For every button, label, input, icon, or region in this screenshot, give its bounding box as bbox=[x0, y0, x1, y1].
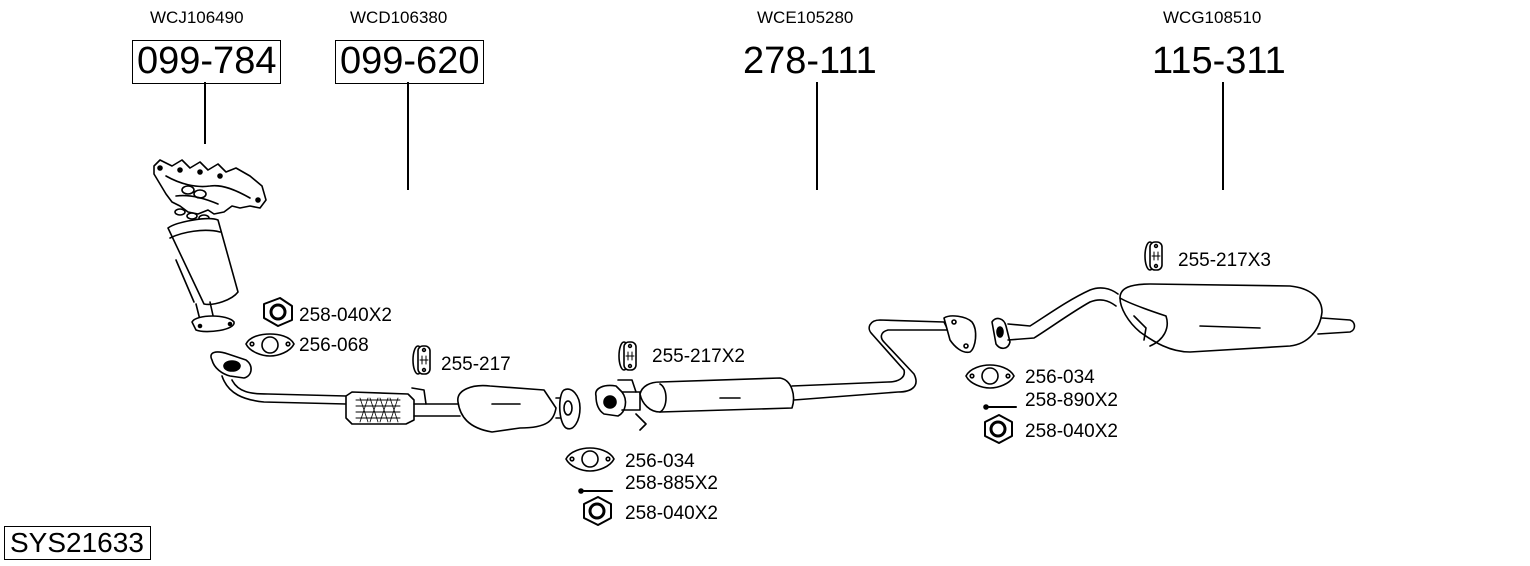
accessory-label[interactable]: 258-890X2 bbox=[1025, 390, 1118, 411]
accessory-label[interactable]: 255-217 bbox=[441, 354, 511, 375]
part-code-3: WCE105280 bbox=[757, 8, 854, 27]
exhaust-manifold-catalyst-drawing[interactable] bbox=[153, 159, 267, 333]
bolt-icon bbox=[578, 488, 613, 494]
part-code-1: WCJ106490 bbox=[150, 8, 244, 27]
gasket-icon bbox=[245, 333, 295, 357]
part-number-1[interactable]: 099-784 bbox=[132, 40, 282, 84]
accessory-label[interactable]: 256-068 bbox=[299, 335, 369, 356]
middle-silencer-drawing[interactable] bbox=[594, 315, 977, 431]
hex-nut-icon bbox=[583, 496, 612, 526]
accessory-label[interactable]: 255-217X3 bbox=[1178, 250, 1271, 271]
system-id-badge: SYS21633 bbox=[4, 526, 151, 560]
accessory-label[interactable]: 258-040X2 bbox=[299, 305, 392, 326]
rear-silencer-drawing[interactable] bbox=[991, 283, 1356, 353]
leader-line-3 bbox=[816, 82, 818, 190]
accessory-label[interactable]: 256-034 bbox=[1025, 367, 1095, 388]
hex-nut-icon bbox=[263, 297, 293, 327]
part-code-4: WCG108510 bbox=[1163, 8, 1262, 27]
leader-line-1 bbox=[204, 82, 206, 144]
part-number-3[interactable]: 278-111 bbox=[743, 40, 877, 82]
leader-line-2 bbox=[407, 82, 409, 190]
rubber-hanger-icon bbox=[1144, 241, 1163, 271]
accessory-label[interactable]: 258-885X2 bbox=[625, 473, 718, 494]
accessory-label[interactable]: 255-217X2 bbox=[652, 346, 745, 367]
accessory-label[interactable]: 258-040X2 bbox=[1025, 421, 1118, 442]
gasket-icon bbox=[565, 447, 615, 472]
part-number-4[interactable]: 115-311 bbox=[1152, 40, 1286, 82]
gasket-icon bbox=[965, 364, 1015, 389]
rubber-hanger-icon bbox=[412, 345, 431, 375]
accessory-label[interactable]: 256-034 bbox=[625, 451, 695, 472]
rubber-hanger-icon bbox=[618, 341, 637, 371]
front-pipe-drawing[interactable] bbox=[210, 351, 581, 433]
leader-line-4 bbox=[1222, 82, 1224, 190]
part-number-2[interactable]: 099-620 bbox=[335, 40, 485, 84]
bolt-icon bbox=[983, 404, 1017, 410]
part-code-2: WCD106380 bbox=[350, 8, 448, 27]
hex-nut-icon bbox=[984, 414, 1013, 444]
accessory-label[interactable]: 258-040X2 bbox=[625, 503, 718, 524]
